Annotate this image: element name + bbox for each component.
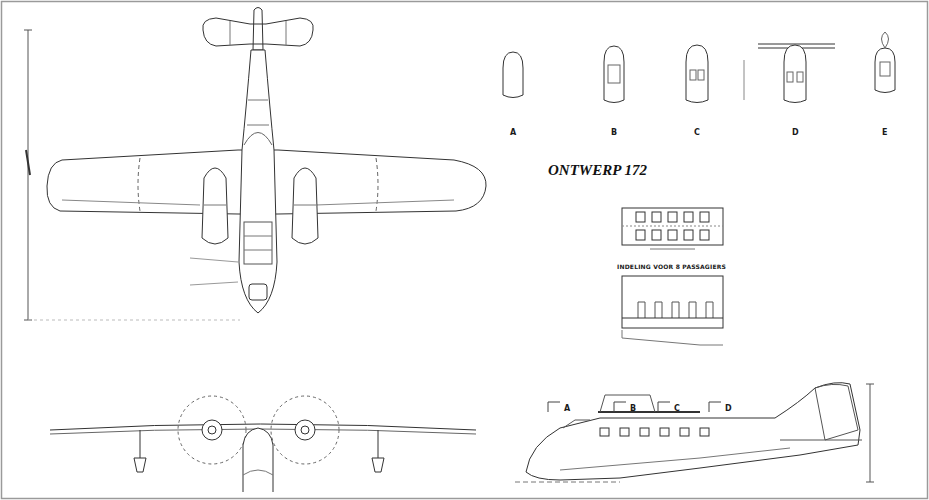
cross-sections (503, 32, 895, 103)
section-marker-anchor: D (725, 397, 732, 415)
side-view (515, 383, 874, 482)
seating-caption-anchor: INDELING VOOR 8 PASSAGIERS (617, 255, 726, 273)
section-marker-anchor: C (674, 397, 680, 415)
section-letter-anchor: E (882, 121, 887, 139)
front-view (50, 396, 476, 492)
section-letter: B (611, 128, 617, 137)
section-letter-anchor: C (694, 121, 700, 139)
section-letter-anchor: B (611, 121, 617, 139)
section-letter: D (792, 128, 799, 137)
section-letter-anchor: A (510, 121, 516, 139)
section-marker-anchor: B (630, 397, 636, 415)
section-marker: C (674, 404, 680, 413)
section-letter: C (694, 128, 700, 137)
drawing-title-anchor: ONTWERP 172 (548, 161, 647, 179)
seating-caption: INDELING VOOR 8 PASSAGIERS (617, 263, 726, 270)
plan-view (24, 8, 486, 321)
section-marker-anchor: A (564, 397, 570, 415)
section-letter-anchor: D (792, 121, 799, 139)
section-marker: A (564, 404, 570, 413)
section-marker: D (725, 404, 732, 413)
section-marker: B (630, 404, 636, 413)
section-letter: E (882, 128, 887, 137)
drawing-title: ONTWERP 172 (548, 162, 647, 179)
section-letter: A (510, 128, 516, 137)
seating-plans (622, 208, 723, 345)
